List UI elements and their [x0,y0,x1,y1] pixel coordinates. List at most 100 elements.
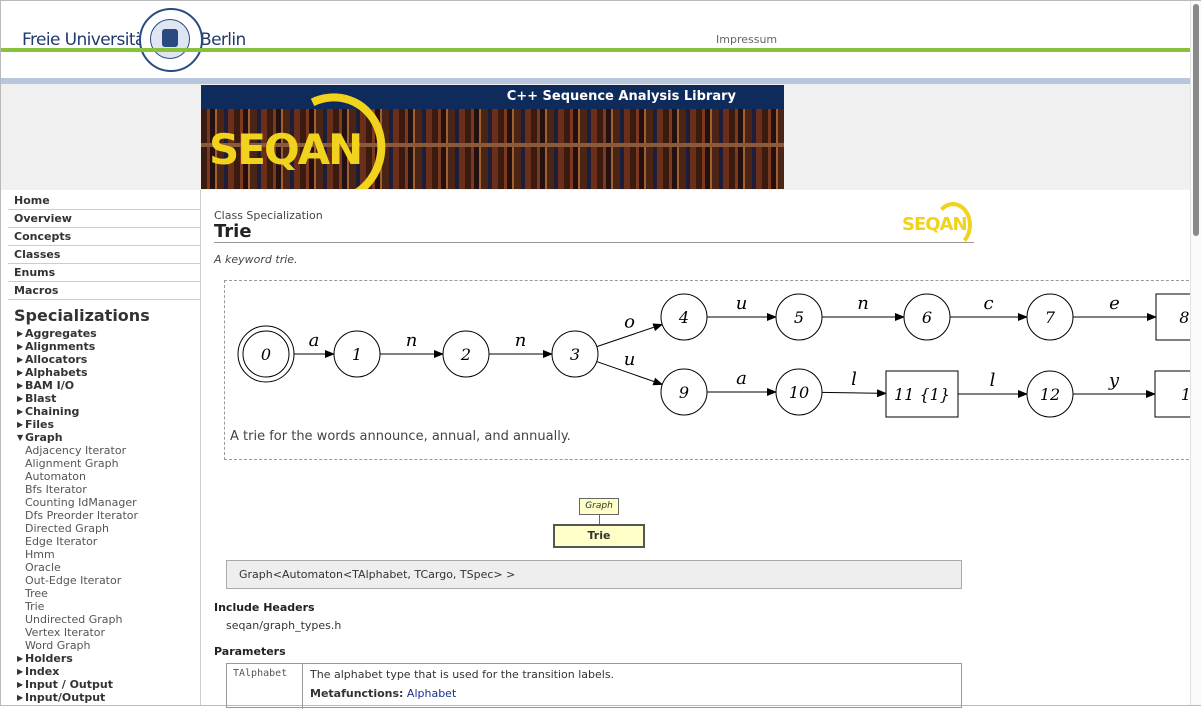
metafunctions-label: Metafunctions: [310,687,404,700]
tree-item-tree[interactable]: Tree [25,587,48,600]
title-divider [214,242,974,243]
blue-divider [1,78,1190,84]
nav-enums[interactable]: Enums [8,264,200,282]
trie-node-final [885,370,959,418]
tree-item-out-edge-iterator[interactable]: Out-Edge Iterator [25,574,122,587]
param-name: TAlphabet [227,664,303,709]
tree-group-graph[interactable]: ▼Graph [17,431,63,444]
nav-macros[interactable]: Macros [8,282,200,300]
trie-edge-label: o [624,312,635,333]
tree-group-alignments[interactable]: ▶Alignments [17,340,96,353]
nav-overview[interactable]: Overview [8,210,200,228]
trie-edge-label: n [857,293,869,314]
tree-group-files[interactable]: ▶Files [17,418,55,431]
expand-arrow-icon: ▶ [17,654,24,663]
seqan-logo[interactable]: SEQAN [209,125,363,174]
tree-item-dfs-preorder-iterator[interactable]: Dfs Preorder Iterator [25,509,139,522]
expand-arrow-icon: ▶ [17,680,24,689]
tree-item-automaton[interactable]: Automaton [25,470,87,483]
tree-group-alphabets[interactable]: ▶Alphabets [17,366,88,379]
tree-item-trie[interactable]: Trie [25,600,45,613]
class-signature: Graph<Automaton<TAlphabet, TCargo, TSpec… [226,560,962,589]
trie-node-label: 11 {1} [894,385,950,404]
trie-node [660,293,708,341]
tree-item-directed-graph[interactable]: Directed Graph [25,522,109,535]
main-nav: Home Overview Concepts Classes Enums Mac… [1,192,200,300]
trie-edge [596,361,664,386]
uml-self-trie: Trie [553,524,645,548]
trie-edge-label: a [309,330,320,351]
nav-concepts[interactable]: Concepts [8,228,200,246]
param-metafunctions: Metafunctions: Alphabet [310,687,456,700]
tree-group-blast[interactable]: ▶Blast [17,392,57,405]
tree-group-input-output-spaced[interactable]: ▶Input / Output [17,678,113,691]
trie-node [551,330,599,378]
expand-arrow-icon: ▶ [17,368,24,377]
trie-edge [596,323,664,348]
tree-item-word-graph[interactable]: Word Graph [25,639,91,652]
parameters-table: TAlphabet The alphabet type that is used… [226,663,962,709]
include-header-value: seqan/graph_types.h [226,619,342,632]
trie-node-label: 0 [261,345,271,364]
site-header: Freie Universität Berlin Impressum [1,1,1190,83]
trie-node-label: 3 [570,345,580,364]
collapse-arrow-icon: ▼ [17,433,24,442]
uml-parent-graph[interactable]: Graph [579,498,619,515]
vertical-scrollbar[interactable] [1190,1,1201,705]
expand-arrow-icon: ▶ [17,381,24,390]
specializations-heading: Specializations [14,306,150,325]
tree-group-bam-io[interactable]: ▶BAM I/O [17,379,75,392]
tree-item-alignment-graph[interactable]: Alignment Graph [25,457,119,470]
trie-edge-label: n [406,330,418,351]
trie-node [903,293,951,341]
tree-group-input-output[interactable]: ▶Input/Output [17,691,106,704]
expand-arrow-icon: ▶ [17,342,24,351]
trie-edge-label: l [990,370,996,391]
banner-tagline: C++ Sequence Analysis Library [506,89,736,104]
trie-node-root [242,330,290,378]
tree-group-allocators[interactable]: ▶Allocators [17,353,88,366]
tree-group-holders[interactable]: ▶Holders [17,652,73,665]
scrollbar-thumb[interactable] [1193,4,1199,236]
tree-item-bfs-iterator[interactable]: Bfs Iterator [25,483,87,496]
tree-group-aggregates[interactable]: ▶Aggregates [17,327,97,340]
expand-arrow-icon: ▶ [17,355,24,364]
tree-item-oracle[interactable]: Oracle [25,561,61,574]
trie-edge-label: c [983,293,993,314]
tree-item-hmm[interactable]: Hmm [25,548,55,561]
impressum-link[interactable]: Impressum [716,33,778,46]
fu-berlin-logo[interactable]: Freie Universität Berlin [22,30,246,50]
include-headers-heading: Include Headers [214,601,315,614]
tree-item-undirected-graph[interactable]: Undirected Graph [25,613,123,626]
trie-node-label: 12 [1040,385,1060,404]
tree-item-edge-iterator[interactable]: Edge Iterator [25,535,98,548]
trie-node-label: 6 [922,308,932,327]
trie-edge-label: a [736,368,747,389]
nav-home[interactable]: Home [8,192,200,210]
seqan-small-logo: SEQAN [902,202,972,248]
page-title: Trie [214,221,252,242]
trie-node [775,368,823,416]
tree-group-chaining[interactable]: ▶Chaining [17,405,80,418]
breadcrumb: Class Specialization [214,209,323,222]
tree-item-counting-idmanager[interactable]: Counting IdManager [25,496,137,509]
nav-classes[interactable]: Classes [8,246,200,264]
expand-arrow-icon: ▶ [17,394,24,403]
trie-node [333,330,381,378]
tree-item-vertex-iterator[interactable]: Vertex Iterator [25,626,106,639]
parameters-heading: Parameters [214,645,286,658]
trie-edge-label: u [736,293,748,314]
university-seal-icon [139,8,203,72]
trie-node [1026,370,1074,418]
trie-edge-label: y [1108,370,1120,391]
trie-node [775,293,823,341]
tree-group-index[interactable]: ▶Index [17,665,60,678]
bookshelf-image [201,109,784,189]
trie-node-label: 4 [678,308,689,327]
expand-arrow-icon: ▶ [17,329,24,338]
tree-item-adjacency-iterator[interactable]: Adjacency Iterator [25,444,127,457]
alphabet-link[interactable]: Alphabet [406,687,457,700]
university-name: Freie Universität [22,30,151,50]
